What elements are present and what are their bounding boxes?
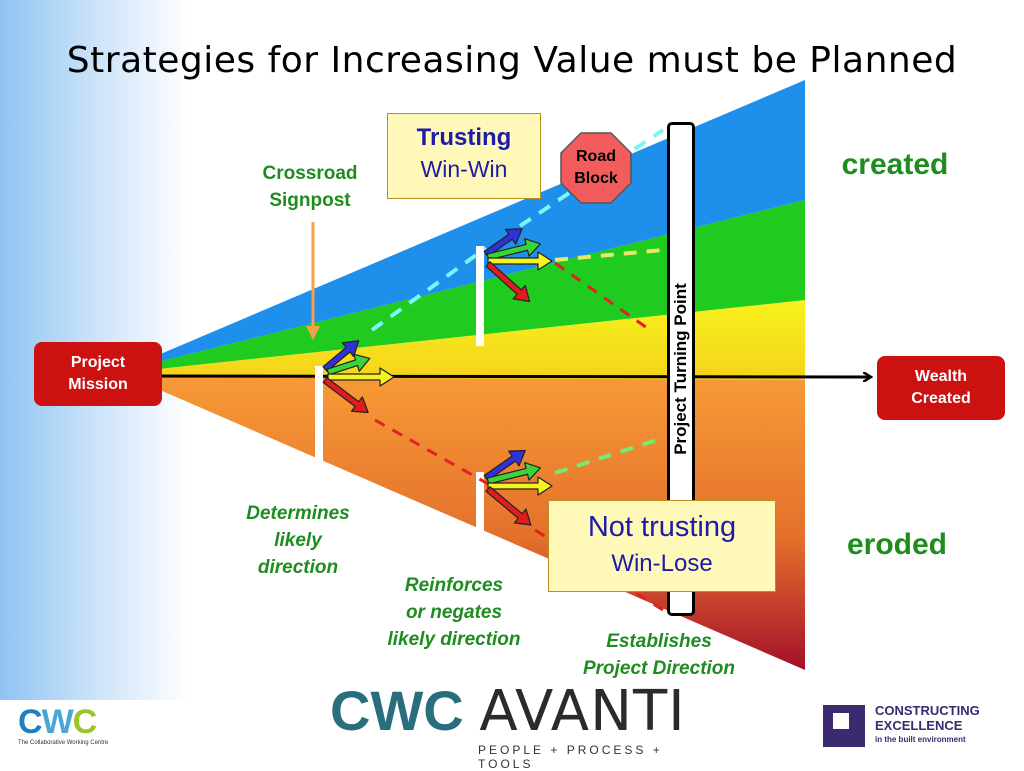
signpost-arrows-1: [322, 340, 395, 414]
crossroad-line1: Crossroad: [262, 163, 358, 184]
ce-line3: in the built environment: [875, 735, 966, 744]
trusting-line1: Trusting: [416, 124, 512, 151]
wealth-created-box: Wealth Created: [877, 356, 1005, 420]
band-blue: [130, 80, 805, 369]
cwc-logo-c2: C: [72, 703, 98, 741]
dashed-path-red-middle: [374, 418, 491, 487]
determines-line2: likely: [274, 530, 322, 551]
arrow-yellow-3: [487, 476, 553, 496]
band-green: [130, 200, 805, 372]
cwc-logo-subtitle: The Collaborative Working Centre: [18, 740, 109, 746]
establishes-label: Establishes Project Direction: [560, 628, 758, 682]
trusting-win-win-box: Trusting Win-Win: [387, 113, 541, 199]
establishes-line1: Establishes: [606, 631, 712, 652]
cwc-logo-mark: CWC: [18, 704, 128, 740]
project-mission-line1: Project: [70, 354, 126, 371]
not-trusting-line1: Not trusting: [587, 511, 737, 543]
band-lower-orange-red: [130, 377, 805, 670]
dashed-path-green: [554, 436, 664, 475]
ce-line2: EXCELLENCE: [875, 718, 963, 733]
determines-label: Determines likely direction: [222, 500, 374, 581]
dashed-path-cyan-1: [370, 246, 488, 332]
reinforces-line1: Reinforces: [404, 575, 504, 596]
reinforces-line2: or negates: [405, 602, 503, 623]
arrow-red-1: [322, 377, 369, 414]
reinforces-label: Reinforces or negates likely direction: [365, 572, 543, 653]
arrow-green-3: [486, 461, 541, 485]
dashed-path-yellow: [554, 248, 664, 262]
eroded-label: eroded: [846, 528, 948, 561]
not-trusting-line2: Win-Lose: [611, 550, 713, 577]
road-block-sign: Road Block: [560, 132, 632, 204]
slide-title: Strategies for Increasing Value must be …: [66, 40, 958, 81]
avanti-tagline: PEOPLE + PROCESS + TOOLS: [478, 743, 663, 771]
dashed-path-cyan-2: [518, 128, 665, 228]
road-block-line2: Block: [574, 170, 618, 187]
crossroad-pointer-head: [306, 326, 320, 340]
avanti-logo-name: AVANTI: [479, 679, 686, 744]
ce-line1: CONSTRUCTING: [875, 703, 980, 718]
arrow-red-2: [485, 261, 531, 303]
created-label: created: [841, 148, 949, 181]
avanti-logo-cwc: CWC: [330, 679, 464, 742]
main-axis-arrow: [131, 376, 870, 377]
avanti-logo-mark: CWC AVANTI: [330, 680, 720, 743]
road-block-text: Road Block: [560, 146, 632, 190]
cwc-logo: CWC The Collaborative Working Centre: [18, 704, 128, 746]
determines-line1: Determines: [246, 503, 350, 524]
wealth-created-line2: Created: [911, 390, 971, 407]
arrow-green-1: [326, 353, 371, 376]
cwc-logo-c1: C: [18, 703, 43, 741]
reinforces-line3: likely direction: [387, 629, 521, 650]
constructing-excellence-square-icon: [823, 705, 865, 747]
crossroad-line2: Signpost: [269, 190, 351, 211]
road-block-line1: Road: [576, 148, 616, 165]
stop-sign-icon: [560, 132, 632, 204]
signpost-arrows-3: [483, 449, 553, 526]
signpost-arrows-2: [483, 228, 553, 303]
arrow-yellow-1: [327, 367, 395, 387]
signpost-pole-1: [315, 366, 323, 466]
arrow-red-3: [485, 486, 532, 526]
not-trusting-win-lose-box: Not trusting Win-Lose: [548, 500, 776, 592]
trusting-line2: Win-Win: [420, 156, 508, 182]
cwc-logo-w: W: [41, 703, 74, 741]
ce-logo-text: CONSTRUCTING EXCELLENCE: [875, 703, 980, 733]
cwc-avanti-logo: CWC AVANTI PEOPLE + PROCESS + TOOLS: [330, 680, 720, 771]
signpost-pole-3: [476, 472, 484, 546]
arrow-yellow-2: [487, 251, 553, 271]
project-mission-box: Project Mission: [34, 342, 162, 406]
band-yellow: [130, 300, 805, 380]
project-mission-line2: Mission: [68, 376, 128, 393]
determines-line3: direction: [257, 557, 339, 578]
wealth-created-line1: Wealth: [914, 368, 968, 385]
constructing-excellence-logo: CONSTRUCTING EXCELLENCE in the built env…: [823, 703, 1018, 749]
turning-point-label: Project Turning Point: [671, 283, 690, 455]
establishes-line2: Project Direction: [582, 658, 736, 679]
signpost-pole-2: [476, 246, 484, 346]
crossroad-signpost-label: Crossroad Signpost: [240, 160, 380, 214]
